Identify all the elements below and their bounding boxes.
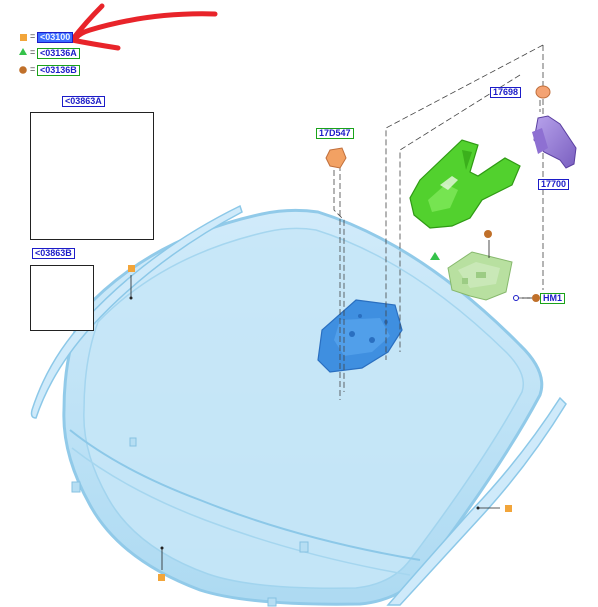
kit-b-callout[interactable]: <03863B [32,248,75,259]
left-moulding [30,204,243,419]
part-17698-callout[interactable]: 17698 [490,87,522,98]
green-bracket [409,139,521,229]
part-17d547-callout[interactable]: 17D547 [316,128,354,139]
fastener-icon [513,295,519,301]
legend-circle-icon [19,66,27,74]
clip-part [535,85,551,99]
hand-drawn-arrow-icon [69,3,218,51]
square-marker-icon [128,265,135,272]
kit-a-box [30,112,154,240]
right-moulding [386,396,567,606]
circle-marker-icon [484,230,492,238]
square-marker-icon [158,574,165,581]
legend-eq-2: = [30,47,36,57]
legend-code-03100[interactable]: <03100 [37,32,74,43]
sensor-mount-plate [317,299,403,373]
legend-code-03136b[interactable]: <03136B [37,65,80,76]
part-hm1-callout[interactable]: HM1 [540,293,566,304]
bracket-17d547-part [325,147,347,169]
windshield [62,208,544,607]
square-marker-icon [505,505,512,512]
kit-a-callout[interactable]: <03863A [62,96,105,107]
legend-code-03136a[interactable]: <03136A [37,48,80,59]
leader-lines [130,240,532,570]
rear-view-mirror [532,115,577,169]
circle-marker-icon [532,294,540,302]
legend-eq-3: = [30,64,36,74]
legend-square-icon [20,34,27,41]
part-17700-callout[interactable]: 17700 [538,179,570,190]
legend-eq-1: = [30,31,36,41]
triangle-marker-icon [430,252,440,260]
legend-triangle-icon [19,48,27,55]
mounting-plate [447,251,513,301]
kit-b-box [30,265,94,331]
